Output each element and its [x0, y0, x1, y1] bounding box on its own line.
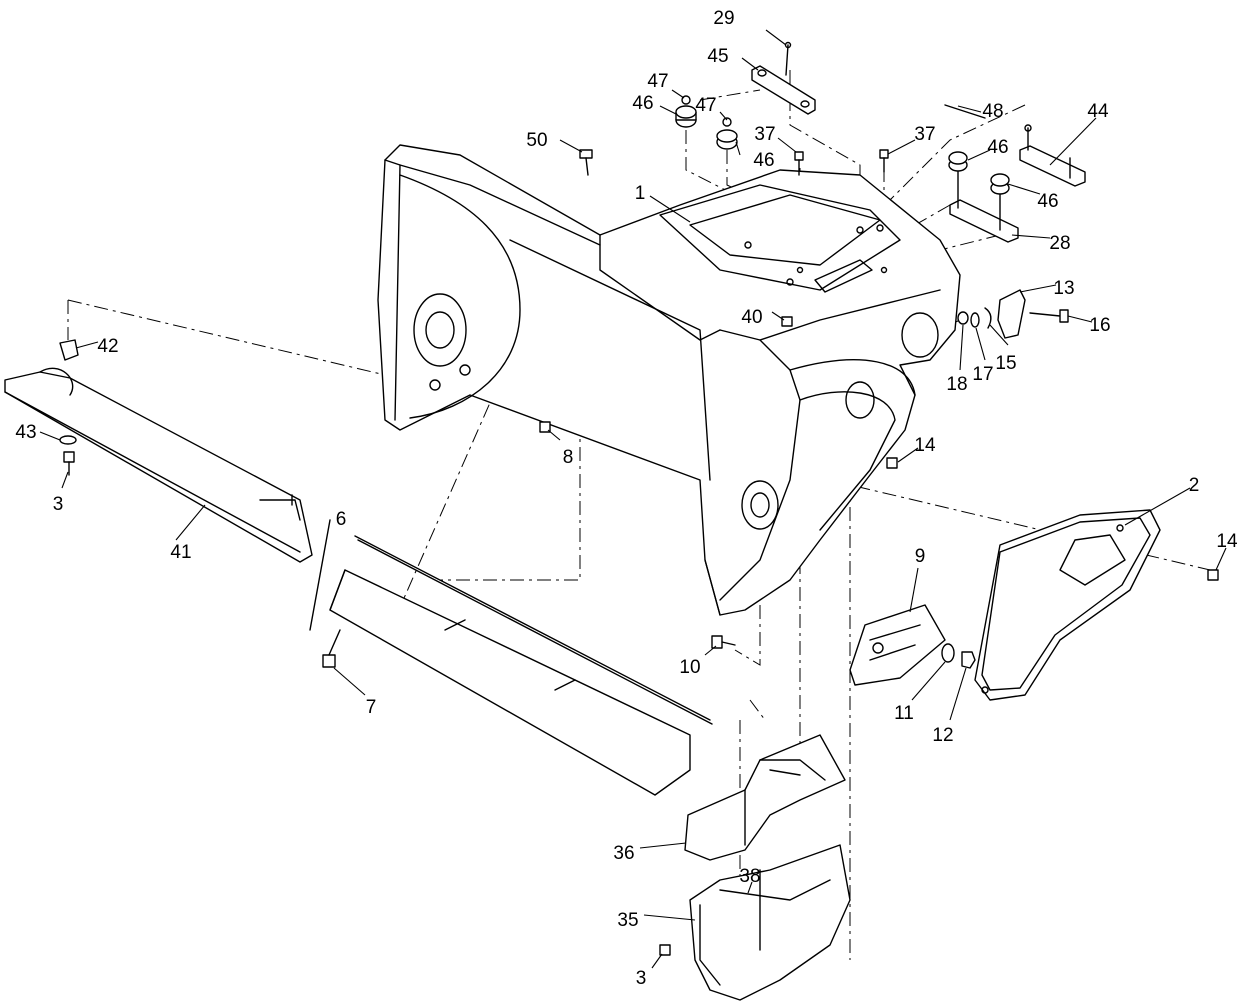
- bolt-14-right: [1207, 569, 1219, 581]
- leader-lines: [39, 29, 1227, 969]
- callout-c46a: 46: [632, 93, 653, 114]
- callout-c40: 40: [741, 307, 762, 328]
- callout-c17: 17: [972, 364, 993, 385]
- callout-c48: 48: [982, 101, 1003, 122]
- callout-c14b: 14: [1216, 531, 1238, 552]
- washer-11: [941, 643, 955, 663]
- callout-c46c: 46: [987, 137, 1008, 158]
- callout-c2: 2: [1189, 475, 1200, 496]
- chute-cover-36: [684, 734, 846, 861]
- washer-43: [59, 435, 77, 445]
- callout-c47b: 47: [695, 95, 716, 116]
- scraper-blade-6: [309, 519, 713, 796]
- link-plate-45: [751, 65, 816, 115]
- callout-c37b: 37: [914, 124, 935, 145]
- callout-c28: 28: [1049, 233, 1070, 254]
- callout-c3b: 3: [636, 968, 647, 989]
- callout-c16: 16: [1089, 315, 1110, 336]
- callout-c29: 29: [713, 8, 734, 29]
- callout-c3a: 3: [53, 494, 64, 515]
- bolt-3-bottom: [659, 944, 671, 956]
- callout-c36: 36: [613, 843, 634, 864]
- bushing-46-right: [948, 151, 1010, 195]
- callout-c8: 8: [563, 447, 574, 468]
- callout-c45: 45: [707, 46, 728, 67]
- chute-base-35: [689, 844, 851, 1001]
- callout-c43: 43: [15, 422, 36, 443]
- callout-c14a: 14: [914, 435, 936, 456]
- auger-housing: [377, 144, 961, 616]
- scraper-bar-41: [4, 367, 313, 563]
- callout-c37a: 37: [754, 124, 775, 145]
- clip-42: [59, 339, 79, 361]
- callout-c1: 1: [635, 183, 646, 204]
- strap-48: [944, 104, 986, 119]
- bracket-28: [949, 169, 1019, 243]
- callout-c9: 9: [915, 546, 926, 567]
- callout-c11: 11: [894, 703, 914, 724]
- bolt-10: [711, 635, 736, 649]
- callout-c12: 12: [932, 725, 953, 746]
- callout-c41: 41: [170, 542, 191, 563]
- callout-c18: 18: [946, 374, 967, 395]
- bracket-44: [1019, 124, 1086, 187]
- bolt-50: [579, 149, 593, 176]
- nut-18: [957, 311, 969, 325]
- bolt-16: [1029, 309, 1069, 323]
- skid-shoe-9: [849, 604, 946, 686]
- callout-c42: 42: [97, 336, 118, 357]
- bolt-37-right: [879, 149, 889, 173]
- side-cover-2: [974, 509, 1161, 701]
- callout-c44: 44: [1087, 101, 1109, 122]
- bushing-46-47-left: [675, 95, 697, 128]
- callout-c38: 38: [739, 866, 760, 887]
- spring-15: [984, 307, 992, 329]
- nut-12: [961, 651, 976, 669]
- callout-c13: 13: [1053, 278, 1074, 299]
- bolt-14-upper: [886, 457, 898, 469]
- callout-c50: 50: [526, 130, 547, 151]
- callout-c46b: 46: [753, 150, 774, 171]
- latch-13: [997, 289, 1026, 339]
- bushing-46-47-center: [716, 117, 738, 150]
- bolt-37-left: [794, 151, 804, 176]
- callout-c35: 35: [617, 910, 638, 931]
- callout-c7: 7: [366, 697, 377, 718]
- clip-40: [781, 316, 793, 327]
- bolt-3-left: [63, 451, 75, 476]
- bolt-7: [322, 629, 341, 668]
- callout-c15: 15: [995, 353, 1016, 374]
- callout-c47a: 47: [647, 71, 668, 92]
- callout-c6: 6: [336, 509, 347, 530]
- callout-c46d: 46: [1037, 191, 1058, 212]
- washer-17: [970, 312, 980, 328]
- callout-c10: 10: [679, 657, 700, 678]
